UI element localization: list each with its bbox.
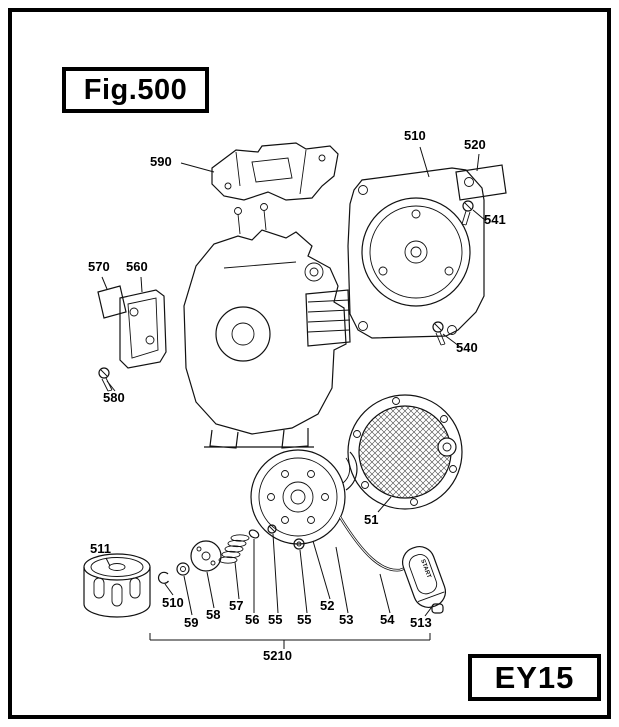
figure-title-box: Fig.500	[62, 67, 209, 113]
spring-case-53-drawing	[342, 451, 358, 491]
model-code: EY15	[494, 659, 575, 695]
part-label-590: 590	[150, 154, 172, 169]
part-label-55-a: 55	[268, 612, 283, 627]
part-label-5210: 5210	[263, 648, 292, 663]
grip-513-drawing: START	[401, 546, 447, 608]
part-label-59: 59	[184, 615, 199, 630]
part-label-541: 541	[484, 212, 506, 227]
part-label-52: 52	[320, 598, 335, 613]
part-label-510-cover: 510	[404, 128, 426, 143]
side-plate-560-drawing	[119, 289, 167, 369]
part-label-56: 56	[245, 612, 260, 627]
part-label-560: 560	[126, 259, 148, 274]
small-parts-drawing	[157, 524, 305, 584]
part-label-520: 520	[464, 137, 486, 152]
part-label-54: 54	[380, 612, 395, 627]
part-label-51: 51	[364, 512, 379, 527]
assembly-bracket-5210	[149, 633, 431, 649]
pulley-52-drawing	[250, 449, 346, 545]
screw-580-drawing	[98, 367, 113, 392]
leader-lines	[101, 146, 487, 617]
starter-cup-511-drawing	[83, 553, 151, 618]
part-label-55-b: 55	[297, 612, 312, 627]
screw-541-drawing	[461, 200, 474, 226]
fan-cover-510-drawing	[347, 167, 485, 339]
part-label-510-clip: 510	[162, 595, 184, 610]
model-code-box: EY15	[468, 654, 601, 701]
part-label-57: 57	[229, 598, 244, 613]
rope-guide-drawing	[431, 603, 444, 614]
part-label-580: 580	[103, 390, 125, 405]
part-label-570: 570	[88, 259, 110, 274]
engine-block-drawing	[183, 203, 351, 449]
screen-grid-51-drawing	[347, 394, 463, 510]
screw-540-drawing	[432, 321, 446, 346]
page-border	[8, 8, 611, 719]
part-label-513: 513	[410, 615, 432, 630]
part-label-58: 58	[206, 607, 221, 622]
top-plate-590-drawing	[211, 142, 339, 201]
part-label-511: 511	[90, 541, 111, 556]
figure-title: Fig.500	[83, 73, 188, 106]
label-plate-520-drawing	[455, 164, 507, 201]
gasket-570-drawing	[97, 285, 127, 319]
part-label-540: 540	[456, 340, 478, 355]
part-label-53: 53	[339, 612, 354, 627]
